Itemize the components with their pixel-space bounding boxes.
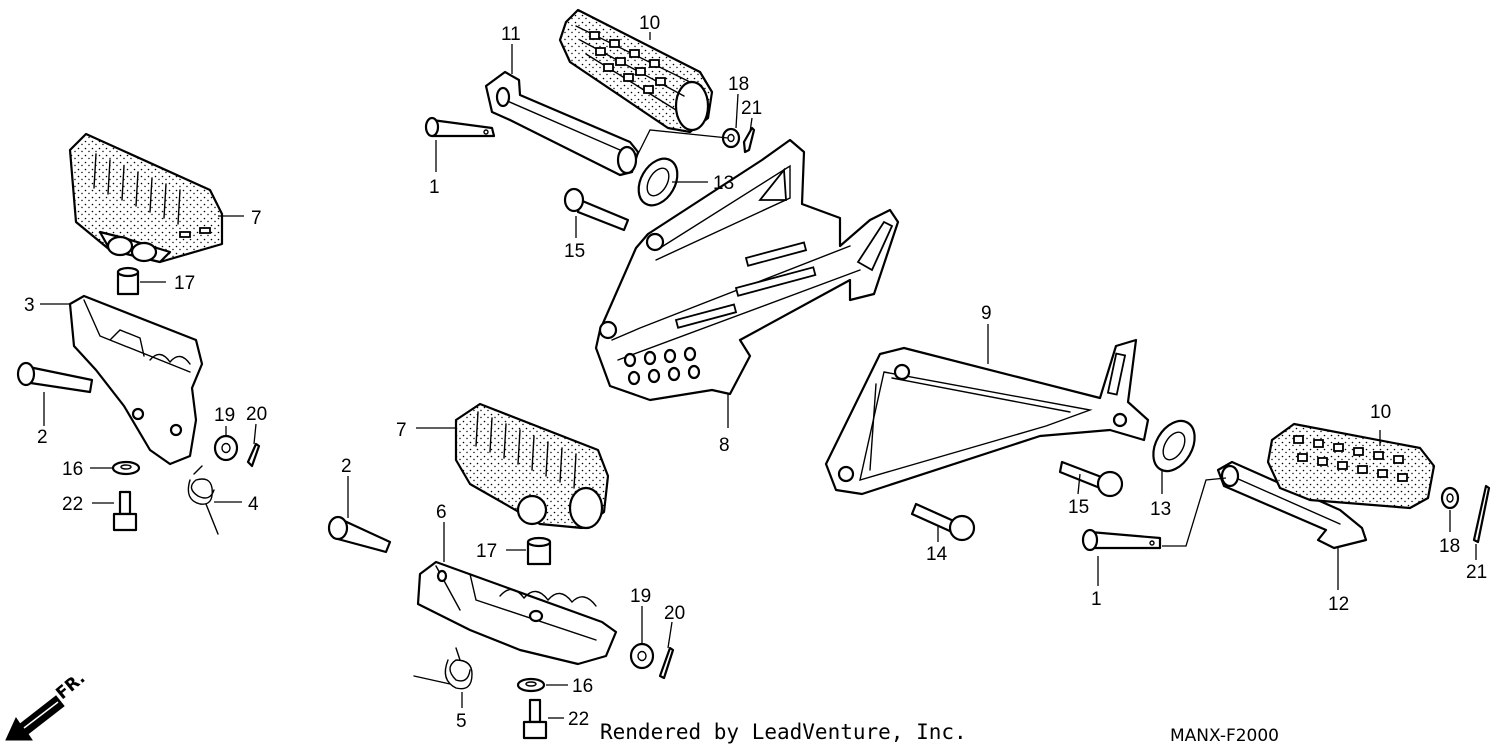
cotter-pin-part-21-right — [1472, 484, 1491, 544]
callout-22-center: 22 — [568, 709, 589, 730]
callout-6: 6 — [436, 502, 447, 523]
pin-part-2-left — [16, 361, 94, 394]
footpeg-rubber-part-7-center — [454, 402, 610, 530]
callout-10-right: 10 — [1370, 402, 1391, 423]
callout-13-top: 13 — [713, 173, 734, 194]
step-bar-part-12 — [1216, 460, 1368, 550]
step-bar-part-11 — [484, 70, 640, 177]
bolt-part-15-top — [563, 187, 630, 232]
callout-3: 3 — [24, 295, 35, 316]
bolt-part-22-center — [522, 698, 548, 740]
cotter-pin-part-20-left — [246, 442, 261, 468]
callout-4: 4 — [248, 494, 259, 515]
callout-2-left: 2 — [37, 427, 48, 448]
callout-1-right: 1 — [1091, 589, 1102, 610]
callout-7-center: 7 — [396, 420, 407, 441]
callout-16-center: 16 — [572, 676, 593, 697]
callout-18-top: 18 — [728, 74, 749, 95]
washer-part-16-center — [516, 677, 546, 693]
collar-part-17-left — [116, 266, 140, 296]
pin-part-2-center — [327, 515, 392, 554]
leader-lines — [40, 32, 1477, 719]
callout-12: 12 — [1328, 594, 1349, 615]
footpeg-body-part-3 — [68, 294, 204, 466]
callout-16-left: 16 — [62, 459, 83, 480]
washer-part-16-left — [111, 460, 141, 476]
callout-22-left: 22 — [62, 494, 83, 515]
bolt-part-22-left — [112, 490, 138, 532]
pin-part-1-right — [1081, 528, 1162, 552]
callout-labels: 1 1 2 2 3 4 5 6 7 7 8 9 10 10 11 12 13 1… — [24, 13, 1487, 732]
washer-part-18-right — [1440, 486, 1460, 510]
callout-21-right: 21 — [1466, 562, 1487, 583]
collar-part-17-center — [526, 536, 552, 566]
callout-9: 9 — [981, 303, 992, 324]
callout-7-left: 7 — [251, 208, 262, 229]
callout-15-right: 15 — [1068, 497, 1089, 518]
credit-text: Rendered by LeadVenture, Inc. — [600, 720, 967, 744]
callout-10-top: 10 — [639, 13, 660, 34]
spring-part-5 — [413, 647, 473, 690]
footpeg-body-part-6 — [416, 560, 618, 666]
callout-8: 8 — [719, 435, 730, 456]
callout-19-left: 19 — [214, 405, 235, 426]
diagram-code: MANX-F2000 — [1170, 726, 1279, 746]
callout-19-center: 19 — [630, 586, 651, 607]
washer-part-13-top — [637, 157, 679, 207]
spring-part-4 — [187, 465, 219, 535]
callout-21-top: 21 — [741, 98, 762, 119]
callout-1-top: 1 — [429, 177, 440, 198]
bolt-part-15-right — [1058, 460, 1124, 498]
callout-2-center: 2 — [341, 456, 352, 477]
cotter-pin-part-21-top — [742, 126, 756, 154]
bracket-part-9 — [824, 338, 1150, 496]
rubber-grip-part-10-top — [558, 8, 714, 134]
callout-17-center: 17 — [476, 541, 497, 562]
callout-13-right: 13 — [1150, 499, 1171, 520]
rubber-grip-part-10-right — [1266, 422, 1436, 510]
pin-part-1-top — [424, 116, 496, 138]
front-arrow-icon — [5, 695, 65, 741]
callout-11: 11 — [501, 24, 521, 45]
callout-18-right: 18 — [1439, 536, 1460, 557]
cotter-pin-part-20-center — [658, 646, 675, 680]
callout-5: 5 — [456, 711, 467, 732]
callout-15-top: 15 — [564, 241, 585, 262]
callout-17-left: 17 — [174, 273, 195, 294]
bolt-part-14 — [910, 502, 976, 542]
callout-20-center: 20 — [664, 603, 685, 624]
washer-part-19-left — [213, 434, 239, 462]
washer-part-13-right — [1152, 419, 1196, 473]
bracket-part-8 — [594, 138, 900, 402]
callout-14: 14 — [926, 544, 948, 565]
footpeg-rubber-part-7-left — [68, 132, 224, 264]
washer-part-19-center — [629, 642, 655, 670]
callout-20-left: 20 — [246, 404, 267, 425]
